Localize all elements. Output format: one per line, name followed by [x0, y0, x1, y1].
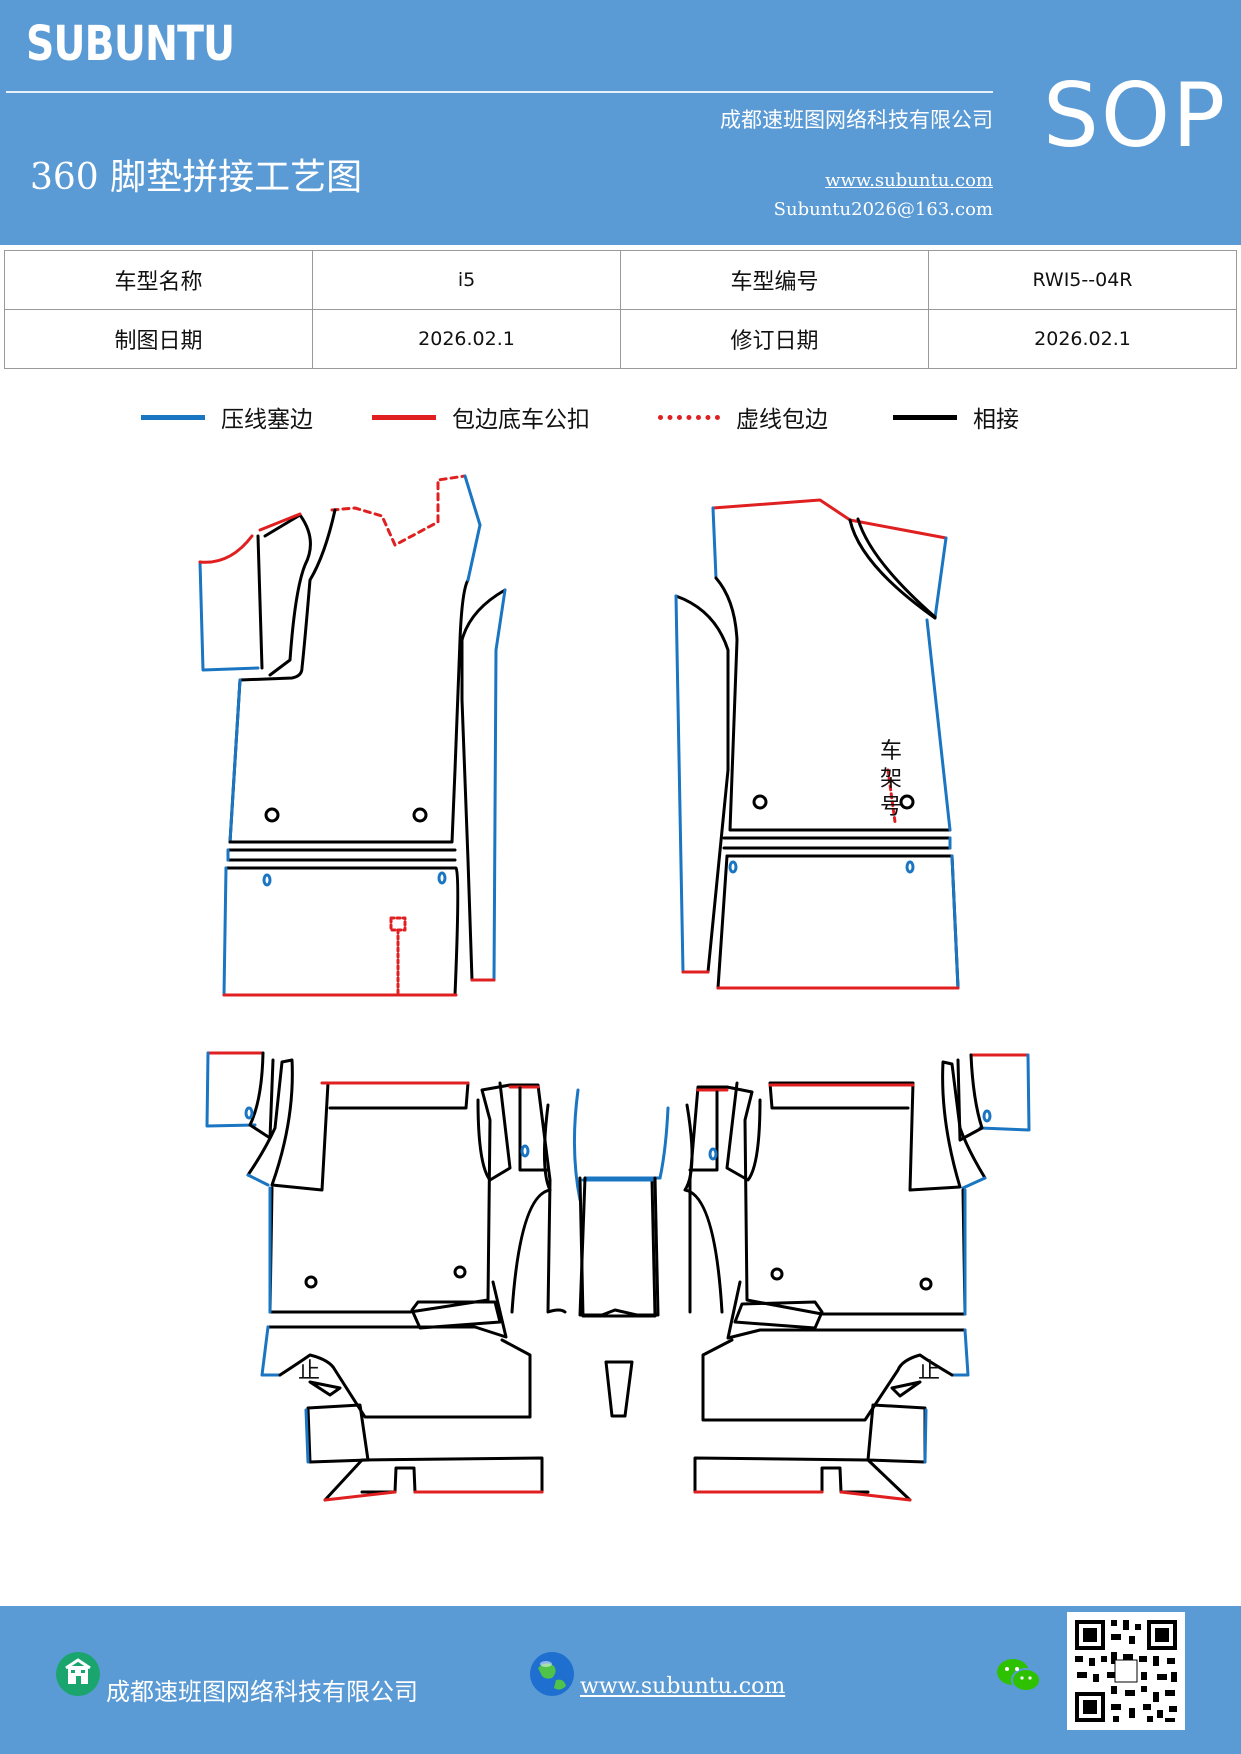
globe-icon	[530, 1652, 574, 1696]
vin-char: 架	[880, 766, 902, 791]
model-code-value: RWI5--04R	[928, 250, 1237, 310]
legend-item-blue: 压线塞边	[141, 400, 313, 434]
legend-swatch-blue	[141, 414, 205, 420]
vin-char: 车	[880, 738, 902, 763]
legend-item-red: 包边底车公扣	[372, 400, 590, 434]
revise-date-label: 修订日期	[620, 309, 929, 369]
wechat-icon	[997, 1659, 1041, 1692]
info-table: 车型名称 i5 车型编号 RWI5--04R 制图日期 2026.02.1 修订…	[4, 250, 1237, 369]
vin-char: 号	[880, 794, 902, 819]
qr-code[interactable]	[1067, 1612, 1185, 1730]
info-row-1: 车型名称 i5 车型编号 RWI5--04R	[4, 250, 1237, 310]
legend-item-black: 相接	[893, 400, 1019, 434]
sop-label: SOP	[1043, 64, 1228, 167]
footer-url-link[interactable]: www.subuntu.com	[580, 1674, 786, 1699]
header-divider	[6, 91, 993, 93]
line-legend: 压线塞边 包边底车公扣 虚线包边 相接	[0, 400, 1241, 440]
header-email: Subuntu2026@163.com	[773, 199, 993, 220]
header-url-link[interactable]: www.subuntu.com	[825, 170, 993, 191]
legend-swatch-red	[372, 414, 436, 420]
legend-label: 虚线包边	[736, 407, 828, 433]
footer-banner: 成都速班图网络科技有限公司 www.subuntu.com	[0, 1606, 1241, 1754]
legend-label: 包边底车公扣	[452, 407, 590, 433]
rear-left-mat	[205, 1051, 657, 1502]
front-left-mat	[198, 474, 507, 997]
legend-swatch-dotted	[658, 414, 720, 420]
legend-swatch-black	[893, 414, 957, 420]
rear-right-mat	[658, 1053, 1031, 1502]
stop-mark-right: 止	[918, 1358, 940, 1383]
vin-label: 车 架 号	[880, 738, 908, 819]
revise-date-value: 2026.02.1	[928, 309, 1237, 369]
front-right-mat	[674, 498, 960, 990]
draw-date-value: 2026.02.1	[312, 309, 621, 369]
legend-label: 压线塞边	[221, 407, 313, 433]
building-icon	[56, 1652, 100, 1696]
draw-date-label: 制图日期	[4, 309, 313, 369]
page-title: 360 脚垫拼接工艺图	[30, 157, 363, 198]
model-name-value: i5	[312, 250, 621, 310]
center-hump	[578, 1176, 662, 1418]
header-banner: SUBUNTU SOP 成都速班图网络科技有限公司 360 脚垫拼接工艺图 ww…	[0, 0, 1241, 245]
footer-company: 成都速班图网络科技有限公司	[106, 1678, 418, 1706]
info-row-2: 制图日期 2026.02.1 修订日期 2026.02.1	[4, 309, 1237, 369]
legend-label: 相接	[973, 407, 1019, 433]
model-code-label: 车型编号	[620, 250, 929, 310]
floor-mat-drawing: 车 架 号	[198, 474, 1031, 1502]
brand-logo: SUBUNTU	[26, 16, 235, 72]
stop-mark-left: 止	[298, 1358, 320, 1383]
header-company: 成都速班图网络科技有限公司	[720, 108, 993, 132]
legend-item-dotted: 虚线包边	[658, 400, 828, 434]
model-name-label: 车型名称	[4, 250, 313, 310]
